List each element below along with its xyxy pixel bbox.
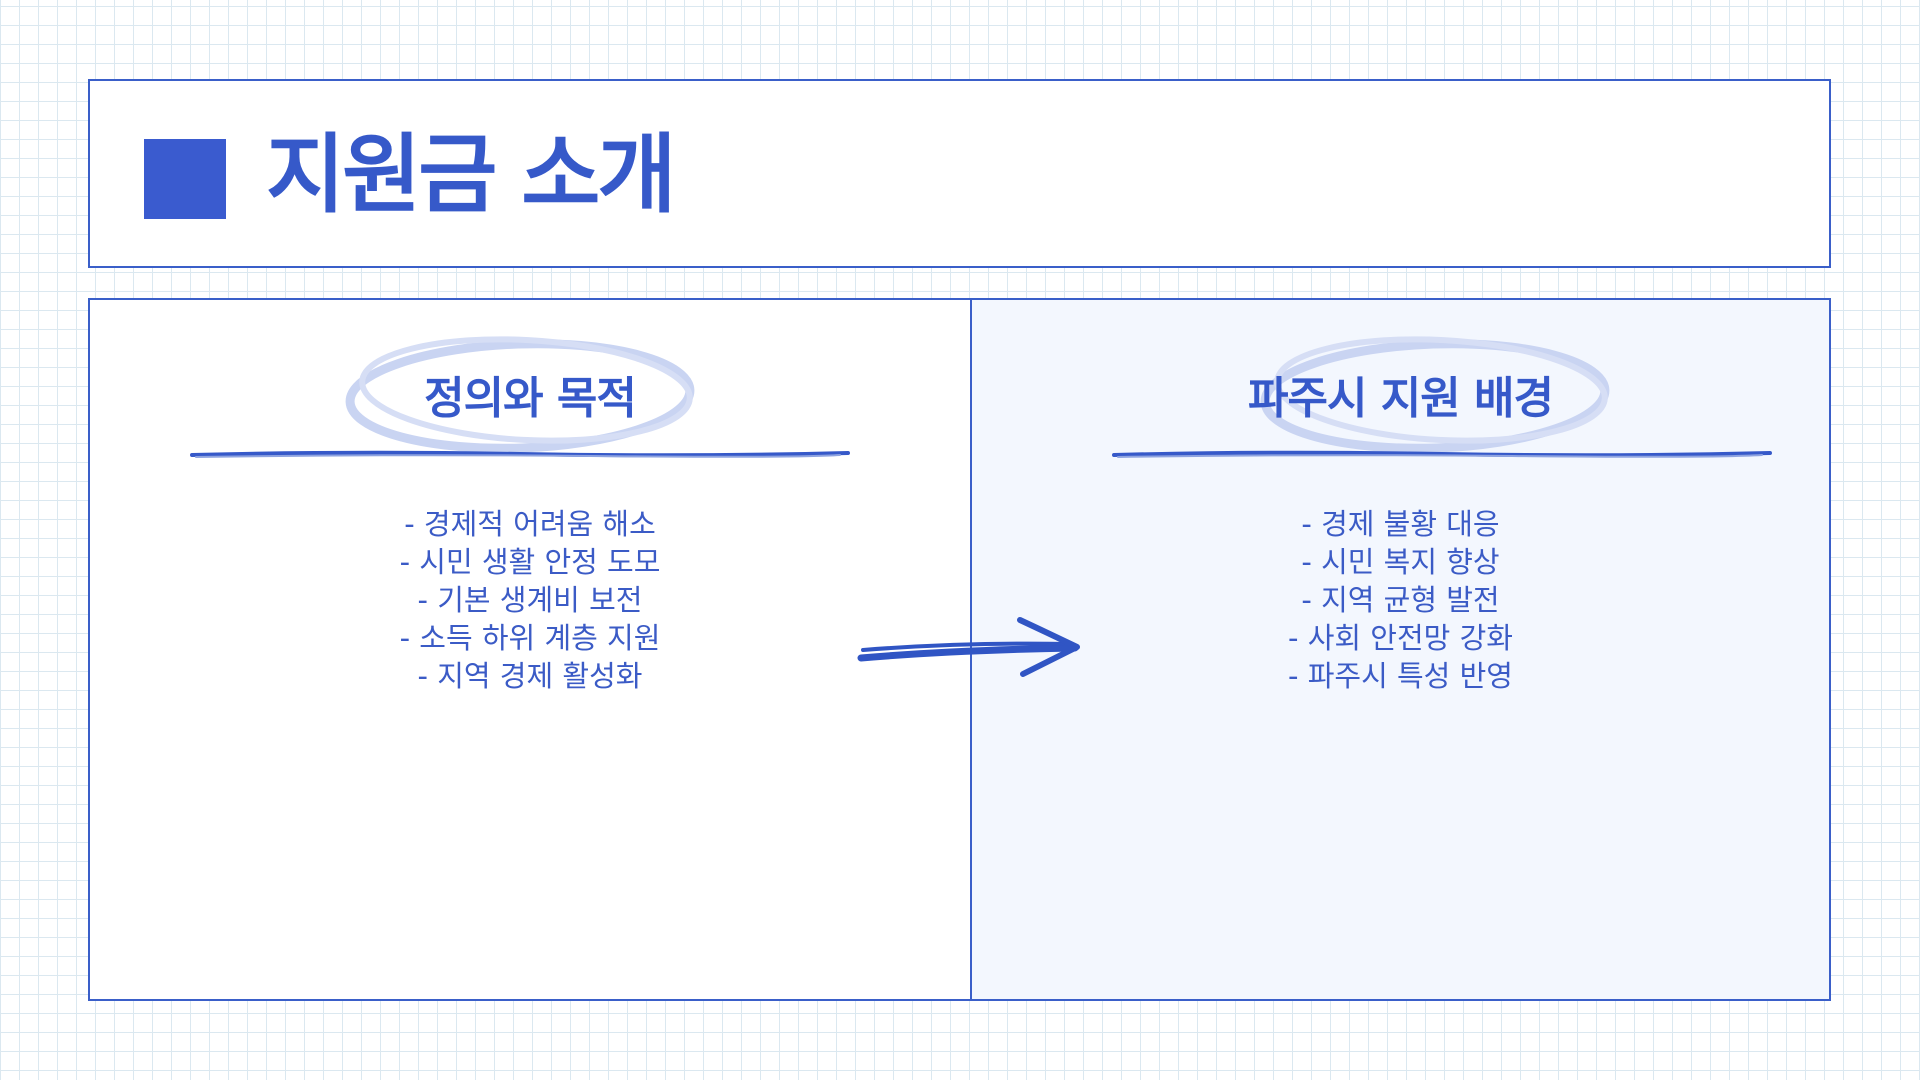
list-item: - 지역 경제 활성화 xyxy=(417,659,643,693)
background-list: - 경제 불황 대응 - 시민 복지 향상 - 지역 균형 발전 - 사회 안전… xyxy=(972,505,1829,695)
title-box: 지원금 소개 xyxy=(88,79,1831,268)
list-item: - 지역 균형 발전 xyxy=(1301,583,1500,617)
list-item: - 기본 생계비 보전 xyxy=(417,583,643,617)
list-item: - 사회 안전망 강화 xyxy=(1288,621,1513,655)
arrow-right-icon xyxy=(857,617,1080,677)
brush-ellipse-icon xyxy=(345,336,695,453)
brush-underline xyxy=(1112,450,1772,458)
panel-heading: 파주시 지원 배경 xyxy=(1248,373,1554,424)
brush-ellipse-icon xyxy=(1260,336,1610,453)
title-square-icon xyxy=(144,139,226,219)
brush-underline xyxy=(190,450,850,458)
page-title: 지원금 소개 xyxy=(266,125,677,225)
list-item: - 경제 불황 대응 xyxy=(1301,507,1500,541)
purpose-list: - 경제적 어려움 해소 - 시민 생활 안정 도모 - 기본 생계비 보전 -… xyxy=(90,505,970,695)
list-item: - 파주시 특성 반영 xyxy=(1288,659,1513,693)
list-item: - 소득 하위 계층 지원 xyxy=(399,621,661,655)
list-item: - 시민 생활 안정 도모 xyxy=(399,545,661,579)
background-panel: 파주시 지원 배경 - 경제 불황 대응 - 시민 복지 향상 - 지역 균형 … xyxy=(970,298,1831,1001)
definition-panel: 정의와 목적 - 경제적 어려움 해소 - 시민 생활 안정 도모 - 기본 생… xyxy=(88,298,972,1001)
list-item: - 시민 복지 향상 xyxy=(1301,545,1500,579)
list-item: - 경제적 어려움 해소 xyxy=(404,507,656,541)
panel-heading: 정의와 목적 xyxy=(424,373,637,424)
